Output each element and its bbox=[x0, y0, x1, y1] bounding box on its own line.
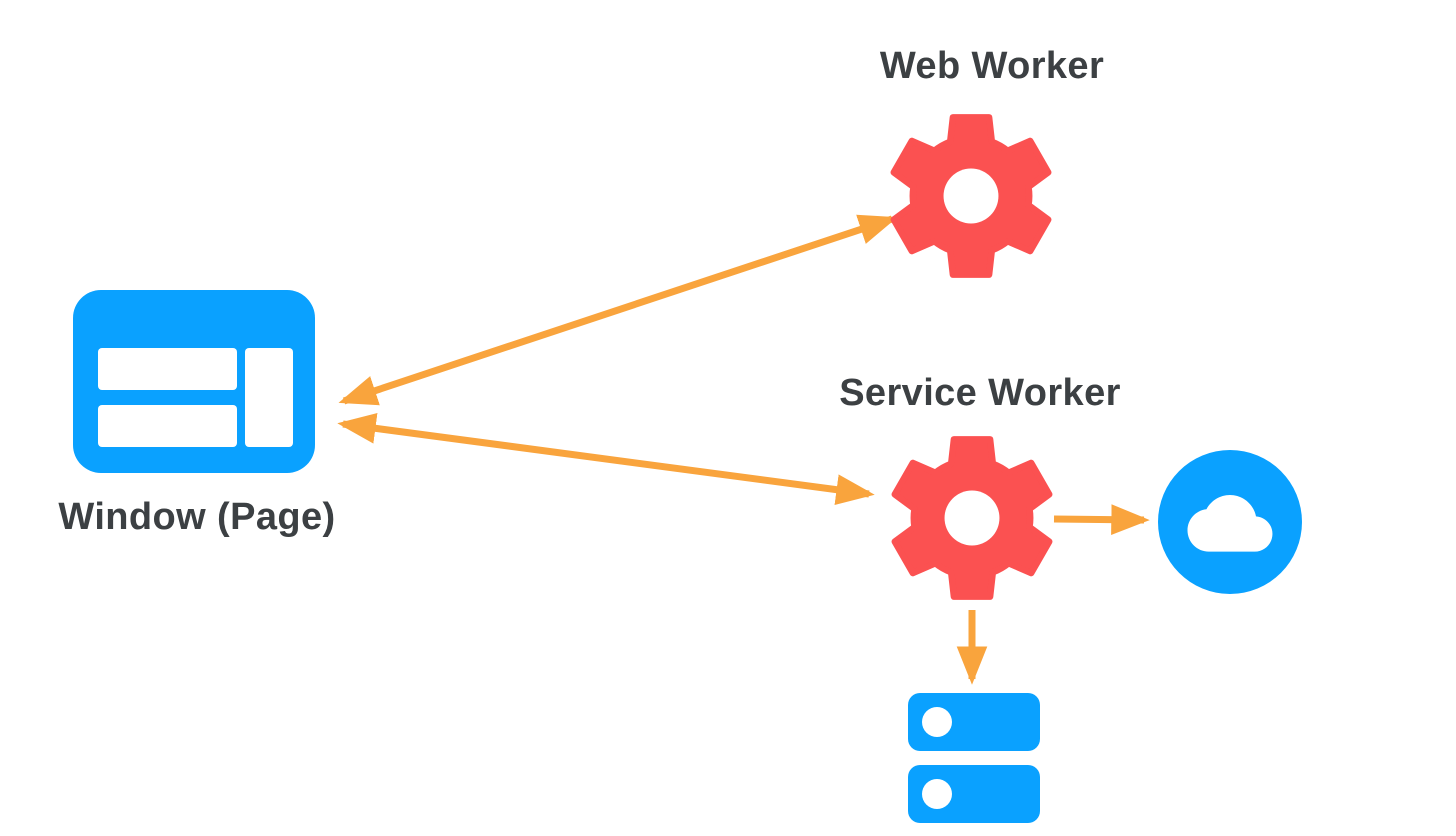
service-worker-label: Service Worker bbox=[839, 372, 1121, 414]
window-page-label: Window (Page) bbox=[58, 496, 336, 538]
storage-disk-1 bbox=[908, 693, 1040, 751]
arrow-service-worker-network bbox=[1053, 504, 1150, 536]
arrow-window-web-worker bbox=[338, 214, 898, 406]
arrow-window-service-worker bbox=[337, 413, 875, 505]
network-cloud-icon bbox=[1158, 450, 1302, 594]
window-content-bar bbox=[98, 348, 237, 390]
storage-disk-2 bbox=[908, 765, 1040, 823]
web-worker-label: Web Worker bbox=[879, 45, 1105, 87]
service-worker-gear-icon bbox=[891, 436, 1053, 600]
disk-indicator-dot bbox=[922, 779, 952, 809]
browser-window-icon bbox=[73, 290, 315, 473]
window-content-bar bbox=[98, 405, 237, 447]
window-sidebar-bar bbox=[245, 348, 293, 447]
web-worker-gear-icon bbox=[890, 114, 1052, 278]
disk-indicator-dot bbox=[922, 707, 952, 737]
database-stack-icon bbox=[908, 693, 1040, 836]
